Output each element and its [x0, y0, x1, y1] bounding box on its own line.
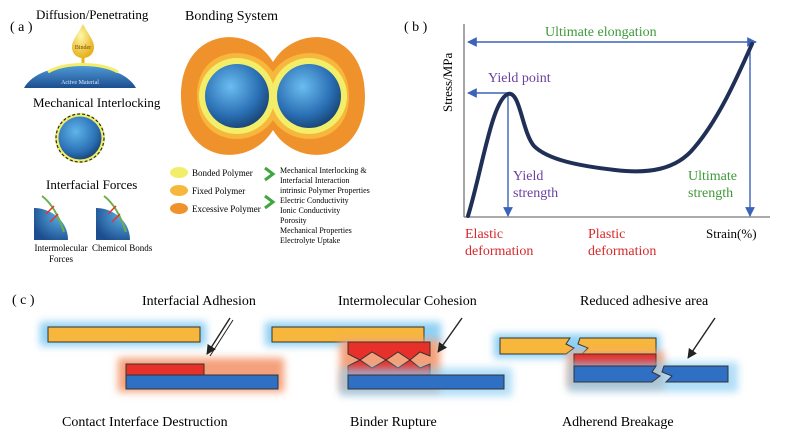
property-item: Porosity: [280, 216, 307, 225]
diffusion-illustration: Binder Active Material: [24, 24, 136, 88]
binder-rupture-label: Binder Rupture: [350, 415, 437, 430]
contact-destruction-label: Contact Interface Destruction: [62, 415, 228, 430]
panel-c-label: ( c ): [12, 293, 35, 308]
legend-swatch-fixed: [170, 185, 188, 196]
property-item: Ionic Conductivity: [280, 206, 341, 215]
binder-drop-icon: [72, 24, 94, 58]
interlocking-particle: [55, 113, 105, 163]
failure-modes-illustration: [40, 317, 738, 396]
property-item: intrinsic Polymer Properties: [280, 186, 370, 195]
yield-point-label: Yield point: [488, 71, 551, 86]
x-axis-label: Strain(%): [706, 226, 757, 241]
legend-swatch-bonded: [170, 167, 188, 178]
legend-label-bonded: Bonded Polymer: [192, 168, 253, 178]
interfacial-adhesion-label: Interfacial Adhesion: [142, 294, 256, 309]
properties-list: Mechanical Interlocking & Interfacial In…: [280, 166, 370, 246]
intermolecular-cohesion-label: Intermolecular Cohesion: [338, 294, 477, 309]
interfacial-forces-illustration: [34, 195, 130, 240]
active-material-label: Active Material: [61, 80, 99, 86]
property-item: Mechanical Properties: [280, 226, 352, 235]
chemical-bonds-label: Chemicol Bonds: [92, 243, 153, 253]
interlocking-title: Mechanical Interlocking: [33, 95, 161, 110]
legend-label-excessive: Excessive Polymer: [192, 204, 261, 214]
panel-a-label: ( a ): [10, 20, 33, 35]
bonding-system-illustration: [181, 37, 365, 155]
stress-strain-chart: Stress/MPa Ultimate elongation Yield poi…: [440, 24, 770, 259]
property-item: Electrolyte Uptake: [280, 236, 341, 245]
intermolecular-label: Intermolecular Forces: [34, 243, 88, 264]
binder-rupture-diagram: [265, 317, 512, 396]
adherend-breakage-label: Adherend Breakage: [562, 415, 674, 430]
adherend-breakage-diagram: [494, 317, 738, 392]
bonding-title: Bonding System: [185, 9, 278, 24]
contact-destruction-diagram: [40, 317, 284, 392]
panel-b-label: ( b ): [404, 20, 428, 35]
y-axis-label: Stress/MPa: [440, 53, 455, 112]
ultimate-elongation-label: Ultimate elongation: [545, 25, 657, 40]
property-item: Mechanical Interlocking &: [280, 166, 367, 175]
legend-label-fixed: Fixed Polymer: [192, 186, 246, 196]
legend-swatch-excessive: [170, 203, 188, 214]
property-item: Interfacial Interaction: [280, 176, 350, 185]
diffusion-title: Diffusion/Penetrating: [36, 7, 149, 22]
stress-strain-curve: [466, 42, 754, 218]
interfacial-title: Interfacial Forces: [46, 177, 138, 192]
reduced-area-label: Reduced adhesive area: [580, 294, 709, 309]
binder-drop-label: Binder: [75, 45, 91, 51]
property-item: Electric Conductivity: [280, 196, 349, 205]
green-arrows-icon: [264, 166, 276, 210]
